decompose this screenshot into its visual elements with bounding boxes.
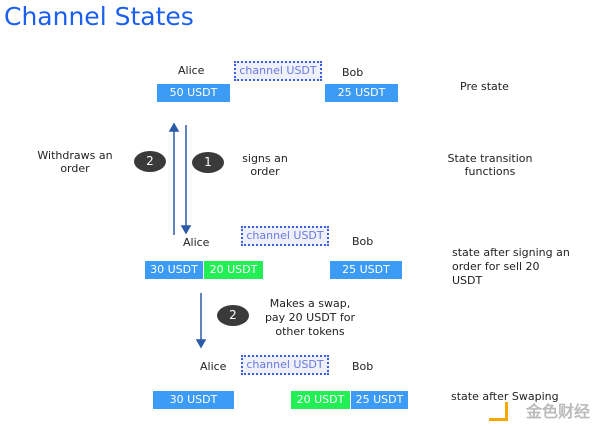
- state-label: Pre state: [460, 80, 509, 93]
- bob-balance: 25 USDT: [351, 391, 408, 409]
- bob-balance: 25 USDT: [330, 261, 402, 279]
- step-badge: 2: [217, 305, 249, 326]
- bob-label: Bob: [352, 360, 374, 373]
- step-badge: 1: [192, 152, 224, 173]
- state-label: state after Swaping: [451, 390, 559, 403]
- signs-label: signs an order: [242, 152, 288, 178]
- swap-label: Makes a swap, pay 20 USDT for other toke…: [264, 297, 356, 338]
- swap-arrow-head: [195, 339, 207, 349]
- bob-label: Bob: [352, 235, 374, 248]
- alice-label: Alice: [200, 360, 227, 373]
- alice-balance: 30 USDT: [145, 261, 203, 279]
- alice-label: Alice: [183, 236, 210, 249]
- down-arrow-head: [180, 225, 192, 235]
- transition-label: State transition functions: [447, 152, 533, 178]
- channel-box: channel USDT: [241, 226, 329, 246]
- alice-balance: 30 USDT: [153, 391, 234, 409]
- order-amount: 20 USDT: [204, 261, 263, 279]
- alice-label: Alice: [178, 64, 205, 77]
- channel-box: channel USDT: [234, 61, 322, 81]
- watermark: 金色财经: [525, 402, 590, 421]
- page-title: Channel States: [4, 2, 194, 31]
- watermark-logo-icon: [489, 402, 508, 421]
- bob-balance: 25 USDT: [325, 84, 398, 102]
- channel-box: channel USDT: [241, 355, 329, 375]
- bob-label: Bob: [342, 66, 364, 79]
- withdraw-label: Withdraws an order: [37, 149, 113, 175]
- swap-amount: 20 USDT: [291, 391, 350, 409]
- up-arrow-head: [168, 122, 180, 132]
- state-label: state after signing an order for sell 20…: [452, 246, 570, 287]
- step-badge: 2: [134, 151, 166, 172]
- alice-balance: 50 USDT: [157, 84, 230, 102]
